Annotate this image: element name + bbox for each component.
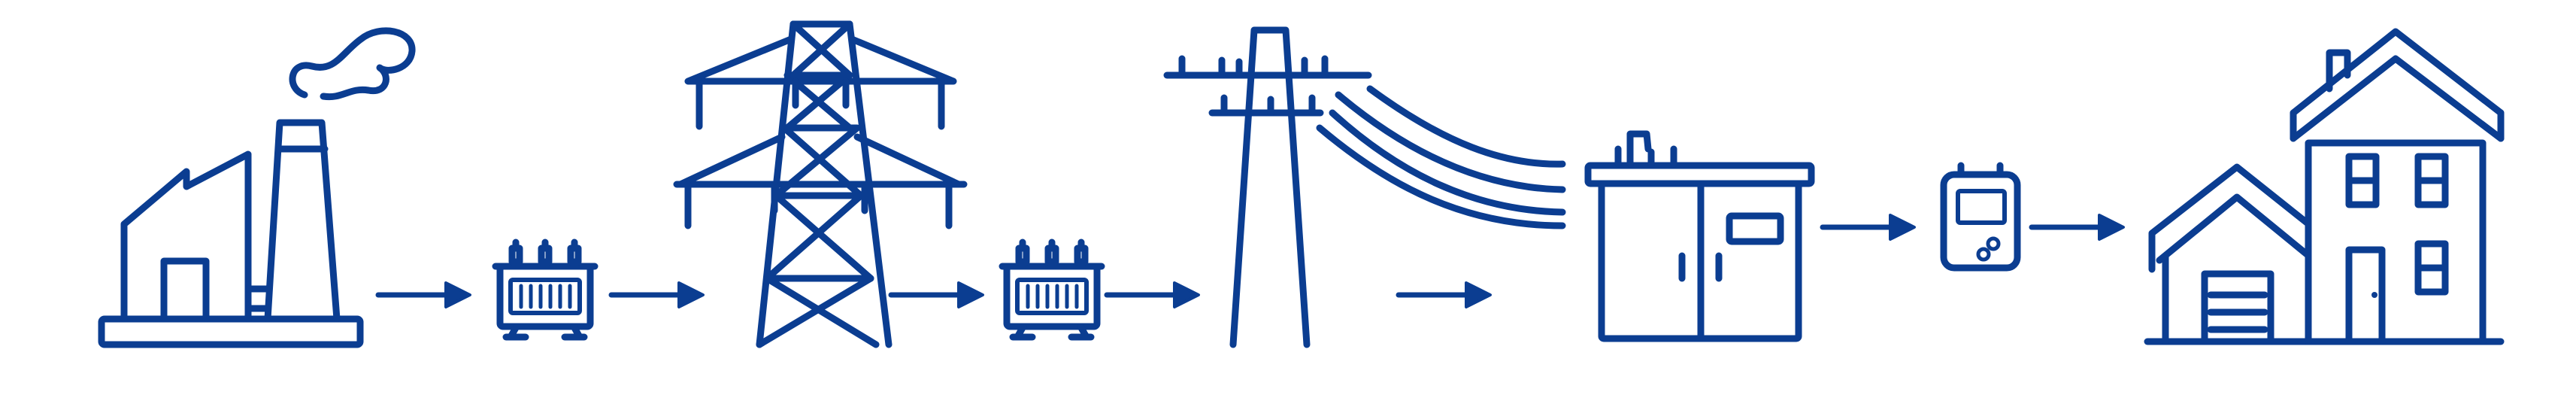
utility-pole-icon — [1163, 26, 1566, 348]
arrow-right-icon — [1107, 283, 1199, 307]
houses-icon — [2144, 28, 2505, 345]
arrow-right-icon — [1823, 215, 1914, 239]
transmission-tower-icon — [673, 20, 968, 348]
arrow-right-icon — [891, 283, 983, 307]
arrow-right-icon — [2032, 215, 2123, 239]
transformer-icon — [1002, 242, 1102, 337]
arrow-right-icon — [378, 283, 470, 307]
arrow-right-icon — [1399, 283, 1490, 307]
power-plant-icon — [98, 27, 416, 348]
transformer-icon — [496, 242, 595, 337]
cabinet-icon — [1584, 130, 1815, 342]
arrow-right-icon — [611, 283, 703, 307]
meter-icon — [1940, 162, 2021, 272]
